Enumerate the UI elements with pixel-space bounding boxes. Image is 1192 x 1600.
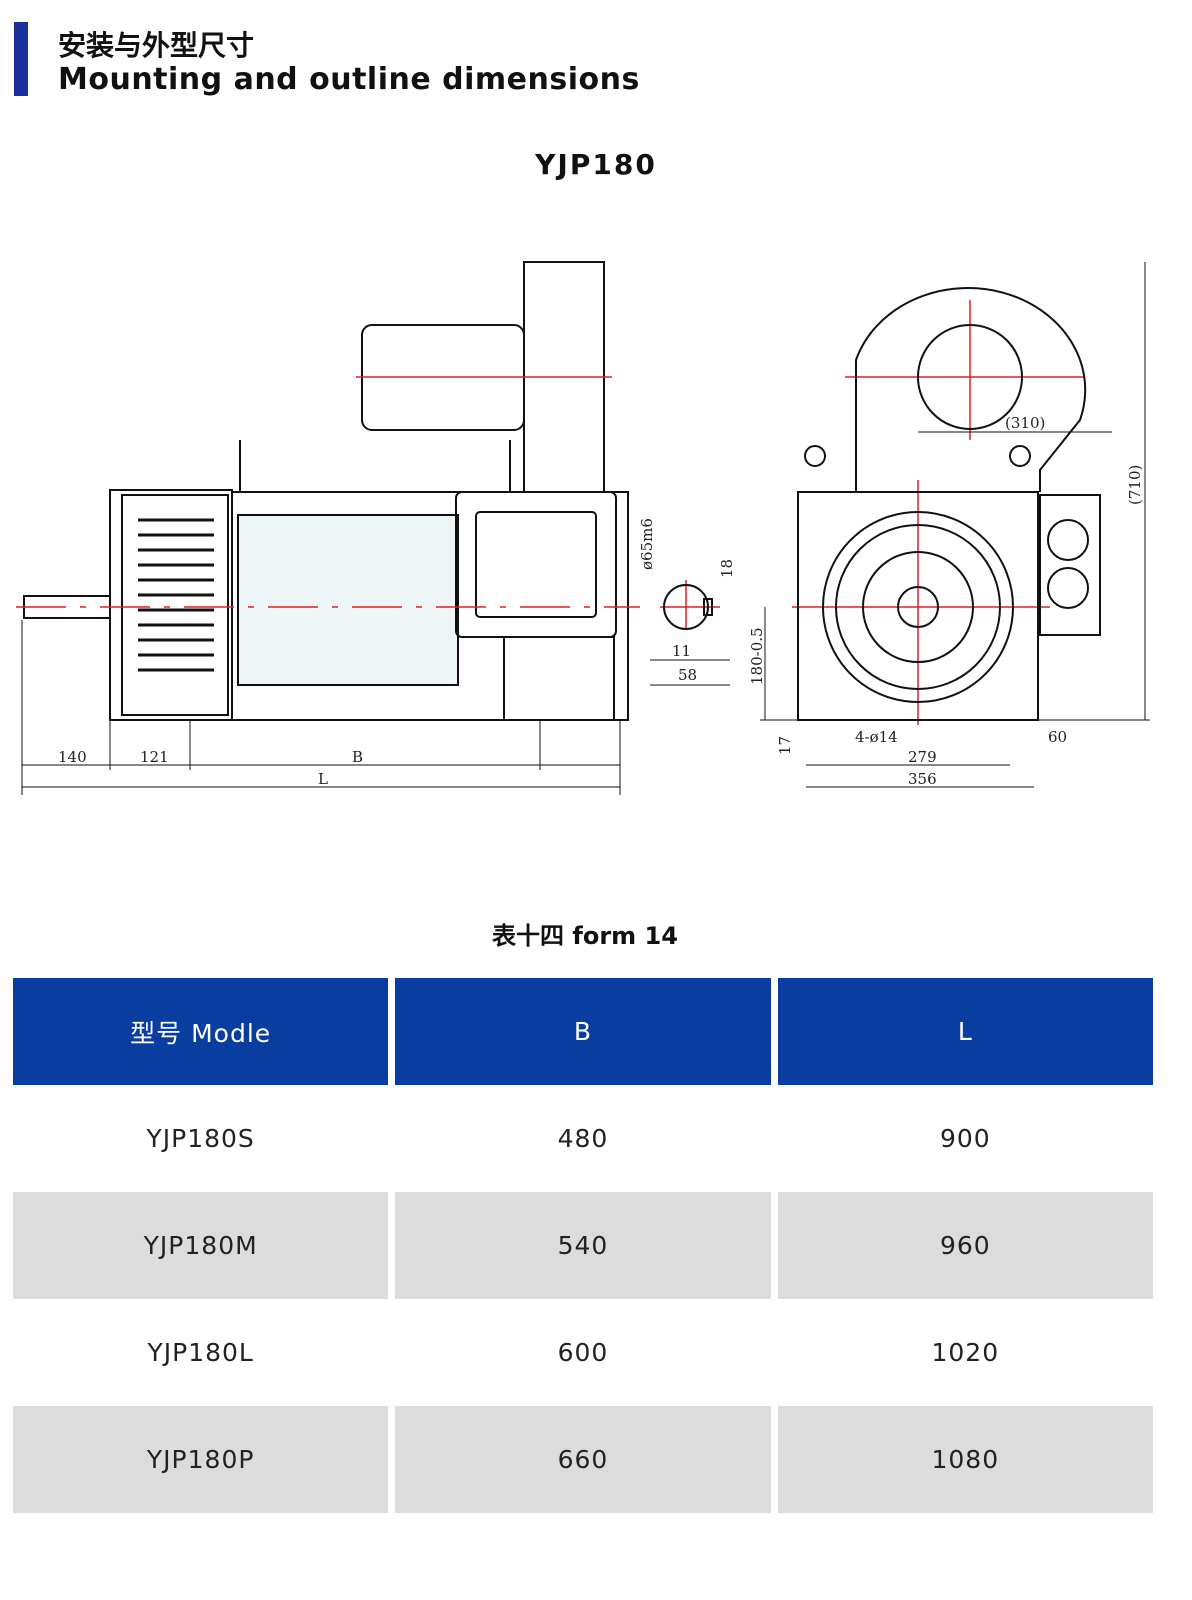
cell-model: YJP180L <box>147 1338 254 1367</box>
outline-drawing: 140 121 B L ø65m6 18 11 58 180-0.5 (310)… <box>16 261 1150 795</box>
cell-L: 1080 <box>777 1406 1153 1513</box>
end-view <box>797 287 1101 721</box>
cell-B: 660 <box>395 1406 771 1513</box>
cell-B: 540 <box>395 1192 771 1299</box>
cell-B: 480 <box>557 1124 609 1153</box>
dim-shaft: ø65m6 <box>638 518 656 570</box>
dim-140: 140 <box>58 748 87 766</box>
header-model: 型号 Modle <box>13 978 389 1085</box>
header-B: B <box>395 978 771 1085</box>
cell-model: YJP180P <box>13 1406 389 1513</box>
dim-key-11: 11 <box>672 642 691 660</box>
dim-279: 279 <box>908 748 937 766</box>
table-row: YJP180S 480 900 <box>13 1085 1153 1192</box>
side-view <box>23 261 629 721</box>
table-caption: 表十四 form 14 <box>492 922 678 950</box>
dim-180: 180-0.5 <box>748 627 766 685</box>
table-row: YJP180M 540 960 <box>13 1192 1153 1299</box>
header-L: L <box>777 978 1153 1085</box>
title-accent-bar <box>14 22 28 96</box>
cell-B: 600 <box>557 1338 609 1367</box>
dim-710: (710) <box>1126 465 1144 505</box>
table-row: YJP180L 600 1020 <box>13 1299 1153 1406</box>
dim-key-18: 18 <box>718 559 736 578</box>
cell-L: 960 <box>777 1192 1153 1299</box>
cell-model: YJP180M <box>13 1192 389 1299</box>
dim-L: L <box>318 770 328 788</box>
section-title-cn: 安装与外型尺寸 <box>58 29 255 62</box>
dim-60: 60 <box>1048 728 1067 746</box>
cell-model: YJP180S <box>146 1124 255 1153</box>
dim-310: (310) <box>1005 414 1045 432</box>
dim-holes: 4-ø14 <box>855 728 898 746</box>
dimension-table: 型号 Modle B L YJP180S 480 900 YJP180M 540… <box>13 978 1153 1513</box>
table-header: 型号 Modle B L <box>13 978 1153 1085</box>
dim-17: 17 <box>776 736 794 755</box>
model-title: YJP180 <box>535 148 657 181</box>
cell-L: 900 <box>939 1124 991 1153</box>
section-title-en: Mounting and outline dimensions <box>58 62 640 97</box>
table-row: YJP180P 660 1080 <box>13 1406 1153 1513</box>
dim-B: B <box>352 748 363 766</box>
dim-121: 121 <box>140 748 169 766</box>
dim-356: 356 <box>908 770 937 788</box>
cell-L: 1020 <box>931 1338 1000 1367</box>
shaft-section <box>663 584 713 630</box>
dim-58: 58 <box>678 666 697 684</box>
dimension-lines <box>21 262 1150 795</box>
